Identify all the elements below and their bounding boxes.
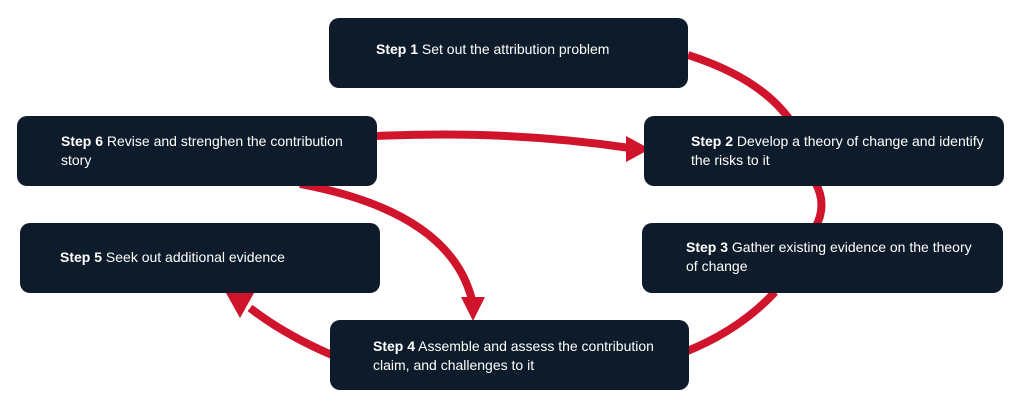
- step-2-box: Step 2 Develop a theory of change and id…: [644, 116, 1004, 186]
- step-6-box: Step 6 Revise and strenghen the contribu…: [17, 116, 377, 186]
- step-3-label: Step 3: [686, 239, 729, 255]
- arrow-step4-to-step5: [247, 304, 334, 359]
- step-5-text: Seek out additional evidence: [105, 249, 285, 265]
- step-3-text: Gather existing evidence on the theory o…: [686, 239, 972, 274]
- arrow-step3-to-step4: [683, 289, 778, 356]
- step-2-label: Step 2: [691, 133, 734, 149]
- step-4-label: Step 4: [373, 338, 416, 354]
- step-6-text: Revise and strenghen the contribution st…: [61, 133, 343, 168]
- arrowhead-into-step5: [226, 293, 254, 318]
- step-6-label: Step 6: [61, 133, 104, 149]
- arrowhead-into-step2: [626, 136, 650, 162]
- step-1-text: Set out the attribution problem: [421, 41, 610, 57]
- arrow-step1-to-step2: [686, 51, 794, 123]
- step-2-text: Develop a theory of change and identify …: [691, 133, 984, 168]
- step-4-box: Step 4 Assemble and assess the contribut…: [330, 320, 689, 390]
- step-5-box: Step 5 Seek out additional evidence: [20, 223, 380, 293]
- step-1-box: Step 1 Set out the attribution problem: [329, 18, 688, 88]
- arrow-step2-to-step3: [811, 180, 826, 230]
- step-3-box: Step 3 Gather existing evidence on the t…: [642, 223, 1003, 293]
- arrowhead-into-step4: [461, 297, 485, 321]
- step-4-text: Assemble and assess the contribution cla…: [373, 338, 654, 373]
- arrow-step6-to-step2: [375, 130, 631, 152]
- step-5-label: Step 5: [60, 249, 103, 265]
- arrow-step6-to-step4: [299, 180, 476, 301]
- step-1-label: Step 1: [376, 41, 419, 57]
